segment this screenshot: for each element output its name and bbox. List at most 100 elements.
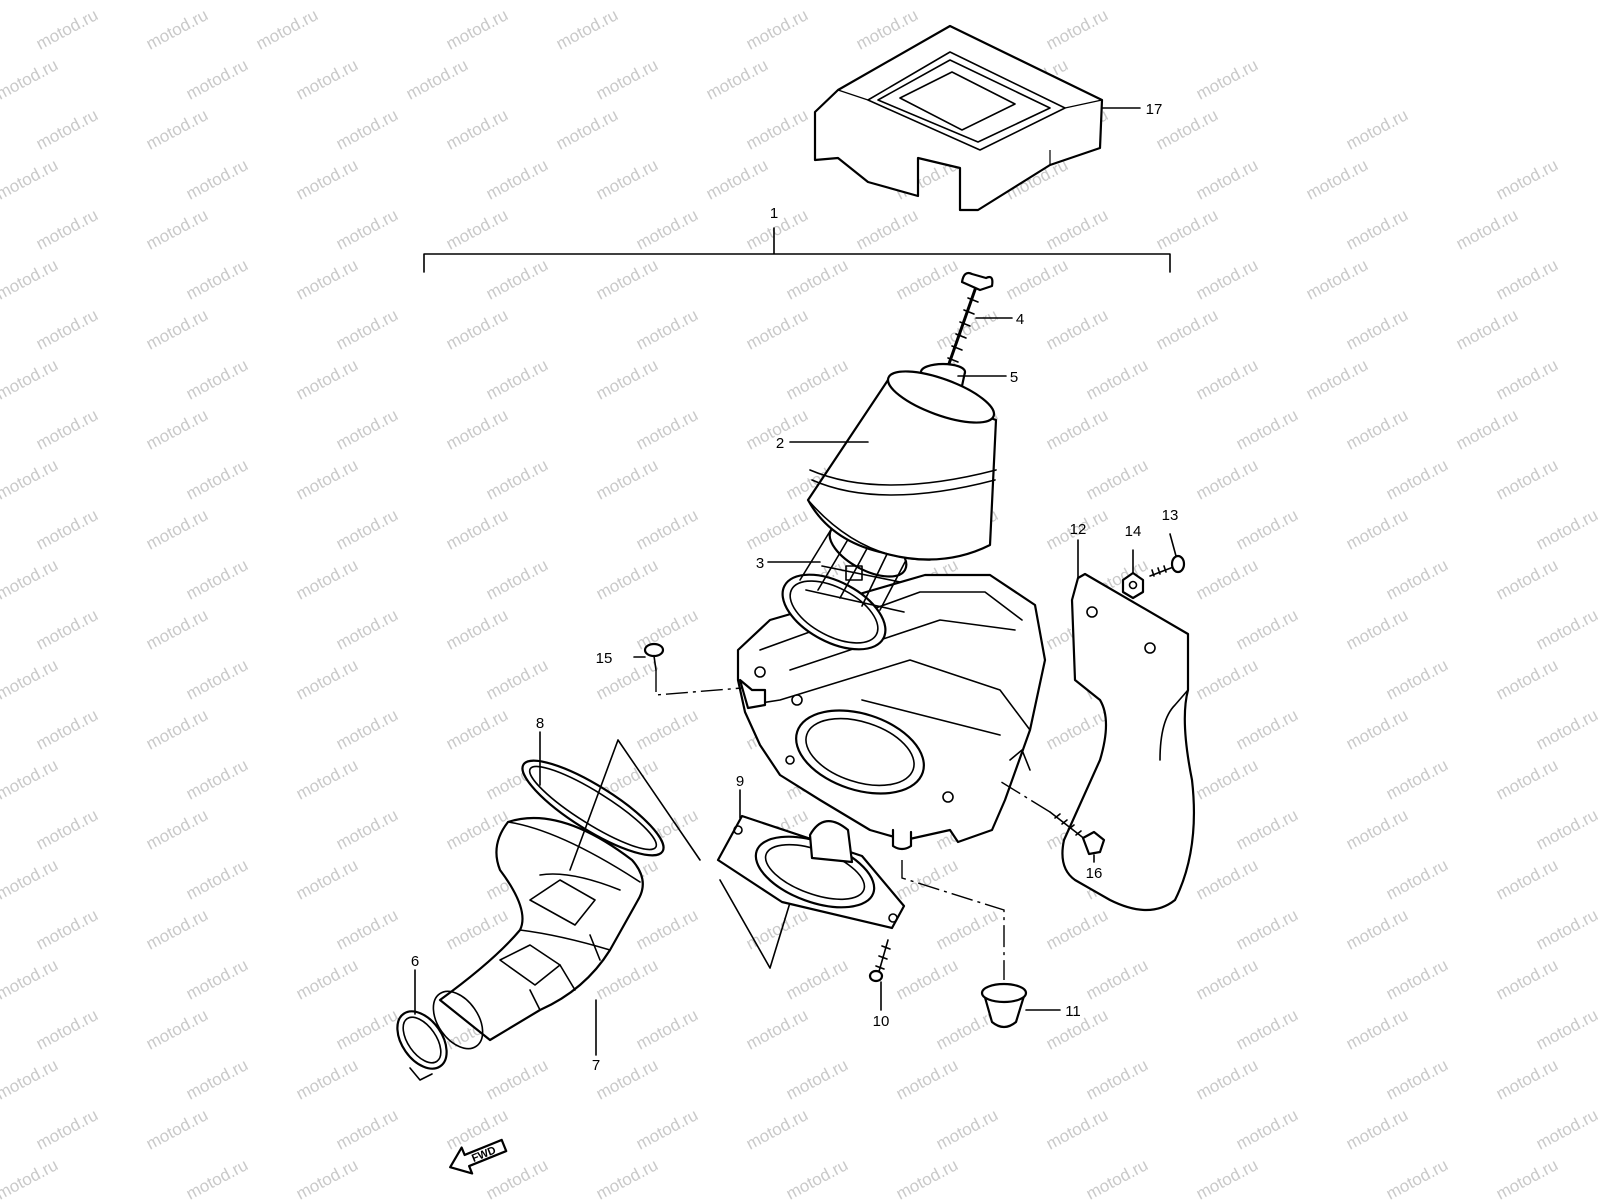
watermark-text: motod.ru bbox=[143, 305, 211, 353]
watermark-text: motod.ru bbox=[143, 905, 211, 953]
watermark-text: motod.ru bbox=[743, 1105, 811, 1153]
watermark-text: motod.ru bbox=[1493, 1055, 1561, 1103]
watermark-text: motod.ru bbox=[633, 505, 701, 553]
watermark-text: motod.ru bbox=[1233, 1005, 1301, 1053]
callout-15: 15 bbox=[596, 650, 613, 667]
watermark-text: motod.ru bbox=[743, 1005, 811, 1053]
watermark-text: motod.ru bbox=[783, 1155, 851, 1200]
watermark-text: motod.ru bbox=[1153, 105, 1221, 153]
watermark-text: motod.ru bbox=[0, 755, 61, 803]
callout-4: 4 bbox=[1016, 311, 1024, 328]
fwd-label: FWD bbox=[470, 1144, 498, 1165]
watermark-text: motod.ru bbox=[143, 1105, 211, 1153]
watermark-text: motod.ru bbox=[183, 55, 251, 103]
watermark-text: motod.ru bbox=[593, 1055, 661, 1103]
watermark-text: motod.ru bbox=[33, 105, 101, 153]
watermark-text: motod.ru bbox=[933, 905, 1001, 953]
watermark-text: motod.ru bbox=[293, 955, 361, 1003]
watermark-text: motod.ru bbox=[333, 305, 401, 353]
watermark-text: motod.ru bbox=[183, 1155, 251, 1200]
watermark-text: motod.ru bbox=[33, 305, 101, 353]
watermark-text: motod.ru bbox=[183, 855, 251, 903]
watermark-text: motod.ru bbox=[143, 605, 211, 653]
watermark-text: motod.ru bbox=[183, 155, 251, 203]
part-4-wing-bolt bbox=[942, 271, 994, 380]
watermark-text: motod.ru bbox=[0, 0, 61, 4]
watermark-text: motod.ru bbox=[593, 555, 661, 603]
leader-lines bbox=[414, 107, 1177, 1056]
watermark-text: motod.ru bbox=[633, 405, 701, 453]
watermark-text: motod.ru bbox=[443, 905, 511, 953]
watermark-text: motod.ru bbox=[1493, 1155, 1561, 1200]
watermark-text: motod.ru bbox=[443, 5, 511, 53]
watermark-text: motod.ru bbox=[0, 155, 61, 203]
watermark-text: motod.ru bbox=[1533, 1005, 1600, 1053]
watermark-text: motod.ru bbox=[893, 955, 961, 1003]
watermark-text: motod.ru bbox=[483, 655, 551, 703]
watermark-text: motod.ru bbox=[633, 1105, 701, 1153]
watermark-text: motod.ru bbox=[1383, 1055, 1451, 1103]
watermark-text: motod.ru bbox=[633, 705, 701, 753]
watermark-text: motod.ru bbox=[183, 255, 251, 303]
watermark-text: motod.ru bbox=[183, 555, 251, 603]
watermark-text: motod.ru bbox=[483, 555, 551, 603]
watermark-text: motod.ru bbox=[443, 305, 511, 353]
watermark-text: motod.ru bbox=[333, 705, 401, 753]
watermark-text: motod.ru bbox=[553, 105, 621, 153]
watermark-text: motod.ru bbox=[853, 205, 921, 253]
watermark-text: motod.ru bbox=[1343, 1005, 1411, 1053]
watermark-text: motod.ru bbox=[1083, 355, 1151, 403]
watermark-text: motod.ru bbox=[33, 1105, 101, 1153]
watermark-text: motod.ru bbox=[183, 755, 251, 803]
part-6-hose-clamp bbox=[396, 990, 484, 1081]
air-cleaner-housing bbox=[736, 573, 1047, 851]
part-10-screw bbox=[868, 939, 891, 983]
watermark-text: motod.ru bbox=[333, 1005, 401, 1053]
watermark-text: motod.ru bbox=[1383, 655, 1451, 703]
watermark-text: motod.ru bbox=[293, 155, 361, 203]
watermark-text: motod.ru bbox=[293, 855, 361, 903]
watermark-text: motod.ru bbox=[893, 0, 961, 4]
watermark-text: motod.ru bbox=[333, 1105, 401, 1153]
watermark-text: motod.ru bbox=[893, 255, 961, 303]
watermark-text: motod.ru bbox=[183, 455, 251, 503]
watermark-text: motod.ru bbox=[0, 555, 61, 603]
assembly-guide-lines bbox=[569, 739, 801, 969]
watermark-text: motod.ru bbox=[443, 705, 511, 753]
watermark-text: motod.ru bbox=[483, 455, 551, 503]
watermark-text: motod.ru bbox=[1233, 1105, 1301, 1153]
watermark-text: motod.ru bbox=[1493, 155, 1561, 203]
watermark-text: motod.ru bbox=[1343, 105, 1411, 153]
watermark-text: motod.ru bbox=[593, 455, 661, 503]
watermark-text: motod.ru bbox=[143, 805, 211, 853]
watermark-text: motod.ru bbox=[1533, 1105, 1600, 1153]
watermark-text: motod.ru bbox=[783, 355, 851, 403]
watermark-text: motod.ru bbox=[143, 505, 211, 553]
watermark-text: motod.ru bbox=[33, 505, 101, 553]
callout-3: 3 bbox=[756, 555, 764, 572]
watermark-text: motod.ru bbox=[1383, 955, 1451, 1003]
watermark-text: motod.ru bbox=[293, 0, 361, 4]
watermark-text: motod.ru bbox=[1533, 605, 1600, 653]
watermark-text: motod.ru bbox=[1343, 305, 1411, 353]
watermark-text: motod.ru bbox=[1193, 955, 1261, 1003]
watermark-text: motod.ru bbox=[703, 55, 771, 103]
watermark-text: motod.ru bbox=[743, 305, 811, 353]
watermark-text: motod.ru bbox=[33, 405, 101, 453]
callout-1: 1 bbox=[770, 205, 778, 222]
watermark-text: motod.ru bbox=[33, 805, 101, 853]
watermark-text: motod.ru bbox=[1493, 655, 1561, 703]
watermark-text: motod.ru bbox=[0, 255, 61, 303]
watermark-text: motod.ru bbox=[1533, 905, 1600, 953]
watermark-text: motod.ru bbox=[333, 205, 401, 253]
watermark-text: motod.ru bbox=[1043, 1105, 1111, 1153]
callout-14: 14 bbox=[1125, 523, 1142, 540]
watermark-text: motod.ru bbox=[1343, 205, 1411, 253]
watermark-text: motod.ru bbox=[0, 1155, 61, 1200]
part-13-bolt bbox=[1149, 554, 1186, 577]
watermark-text: motod.ru bbox=[293, 755, 361, 803]
part-14-nut bbox=[1121, 571, 1145, 600]
watermark-text: motod.ru bbox=[783, 955, 851, 1003]
part-2-cone-filter bbox=[806, 370, 998, 561]
